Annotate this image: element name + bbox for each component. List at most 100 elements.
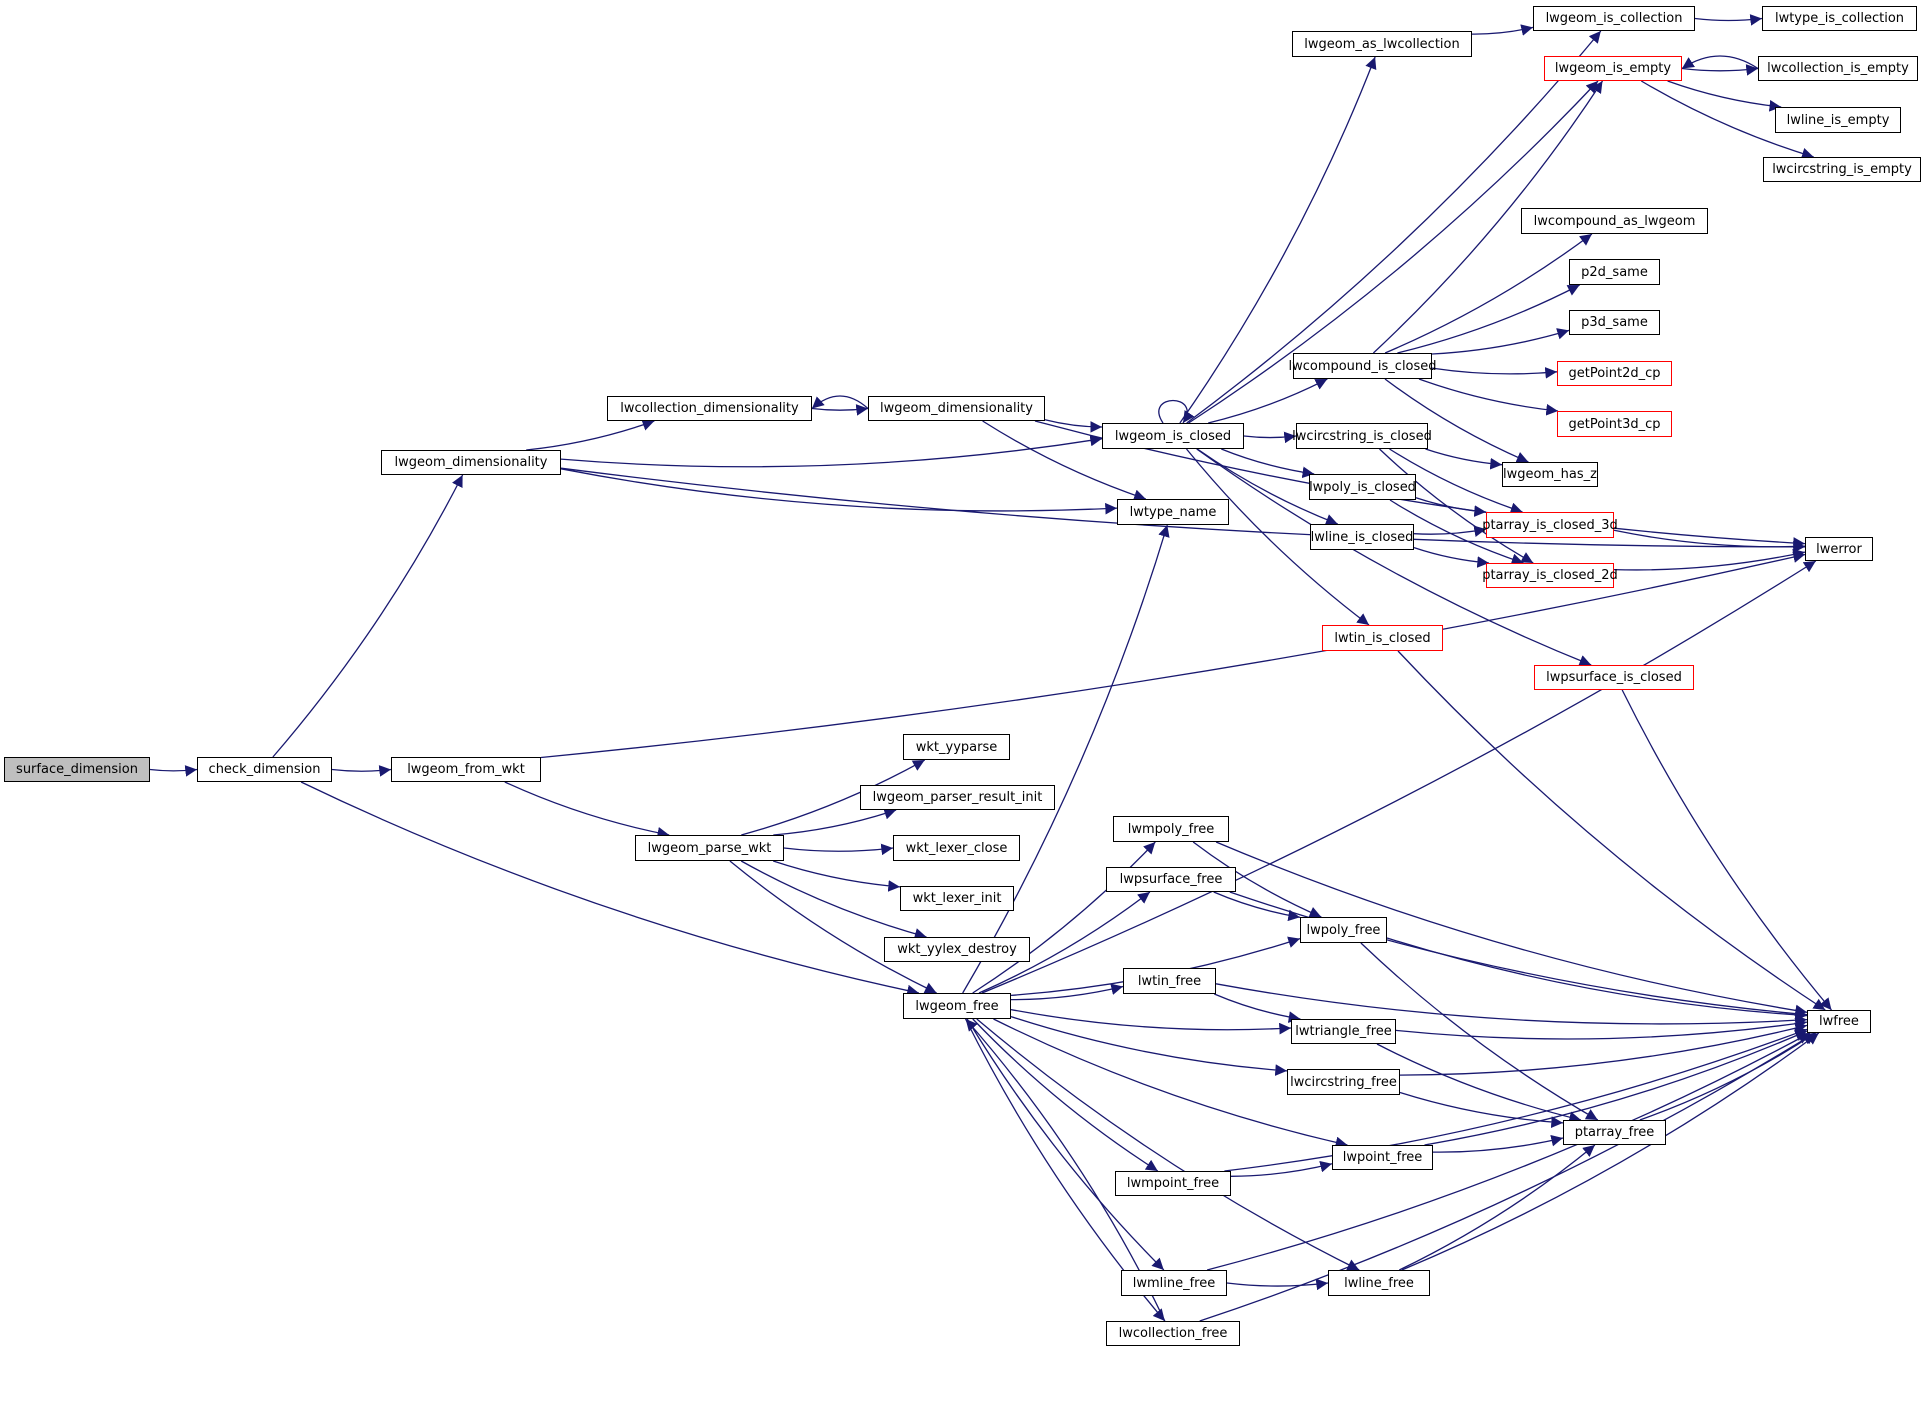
edge-lwgeom_dimensionality_1-to-lwerror xyxy=(560,467,1806,553)
edge-lwmpoly_free-to-lwfree xyxy=(1215,841,1808,1017)
edge-lwline_is_closed-to-ptarray_is_closed_3d xyxy=(1413,525,1487,537)
edge-lwcompound_is_closed-to-lwcompound_as_lwgeom xyxy=(1384,233,1593,354)
edge-lwgeom_is_closed-to-lwgeom_as_lwcollection xyxy=(1179,56,1377,424)
node-wkt-yylex-destroy[interactable]: wkt_yylex_destroy xyxy=(884,937,1030,962)
node-wkt-lexer-init[interactable]: wkt_lexer_init xyxy=(900,886,1014,911)
node-lwgeom-from-wkt[interactable]: lwgeom_from_wkt xyxy=(391,757,541,782)
node-lwcircstring-is-closed[interactable]: lwcircstring_is_closed xyxy=(1292,423,1432,449)
node-lwline-is-closed[interactable]: lwline_is_closed xyxy=(1310,524,1414,550)
node-lwpsurface-is-closed[interactable]: lwpsurface_is_closed xyxy=(1534,665,1694,690)
node-lwtin-free[interactable]: lwtin_free xyxy=(1123,968,1216,994)
edge-check_dimension-to-lwgeom_from_wkt xyxy=(331,765,392,777)
node-p2d-same[interactable]: p2d_same xyxy=(1569,259,1660,285)
edge-lwtin_free-to-lwtriangle_free xyxy=(1214,993,1301,1023)
node-lwgeom-dimensionality[interactable]: lwgeom_dimensionality xyxy=(381,450,561,475)
node-lwtin-is-closed[interactable]: lwtin_is_closed xyxy=(1322,625,1443,651)
edge-lwcircstring_free-to-ptarray_free xyxy=(1399,1091,1564,1128)
node-lwcollection-is-empty[interactable]: lwcollection_is_empty xyxy=(1758,56,1918,81)
edge-lwgeom_free-to-lwline_free xyxy=(976,1018,1360,1271)
node-lwgeom-is-empty[interactable]: lwgeom_is_empty xyxy=(1544,56,1682,81)
edge-surface_dimension-to-check_dimension xyxy=(149,765,198,777)
edge-lwcompound_is_closed-to-p2d_same xyxy=(1397,284,1580,354)
node-lwgeom-parse-wkt[interactable]: lwgeom_parse_wkt xyxy=(635,835,784,861)
node-lwtriangle-free[interactable]: lwtriangle_free xyxy=(1291,1019,1396,1044)
node-lwpoly-free[interactable]: lwpoly_free xyxy=(1300,917,1387,943)
node-ptarray-is-closed-2d[interactable]: ptarray_is_closed_2d xyxy=(1482,563,1618,588)
edge-lwcollection_dimensionality-to-lwgeom_dimensionality_2 xyxy=(811,404,869,416)
edge-lwgeom_is_closed-to-lwtin_is_closed xyxy=(1185,448,1370,626)
node-lwpsurface-free[interactable]: lwpsurface_free xyxy=(1106,867,1236,892)
node-lwcollection-free[interactable]: lwcollection_free xyxy=(1106,1321,1240,1346)
edge-lwgeom_free-to-lwmpoly_free xyxy=(972,841,1156,994)
edge-lwgeom_dimensionality_2-to-lwcollection_dimensionality xyxy=(811,395,869,409)
edge-lwgeom_is_collection-to-lwtype_is_collection xyxy=(1694,14,1763,26)
node-lwgeom-is-closed[interactable]: lwgeom_is_closed xyxy=(1102,423,1244,449)
edge-ptarray_free-to-lwfree xyxy=(1639,1032,1817,1121)
node-lwcollection-dimensionality[interactable]: lwcollection_dimensionality xyxy=(607,396,812,421)
edge-lwcompound_is_closed-to-lwgeom_has_z xyxy=(1384,378,1529,463)
node-lwcircstring-free[interactable]: lwcircstring_free xyxy=(1287,1069,1400,1095)
edge-lwgeom_is_closed-to-lwgeom_is_empty xyxy=(1188,80,1599,424)
node-lwmpoint-free[interactable]: lwmpoint_free xyxy=(1115,1171,1231,1196)
edge-lwgeom_is_closed-to-lwcompound_is_closed xyxy=(1208,378,1328,424)
edge-lwmline_free-to-lwline_free xyxy=(1226,1278,1329,1291)
node-p3d-same[interactable]: p3d_same xyxy=(1569,310,1660,335)
edge-check_dimension-to-lwgeom_free xyxy=(300,781,920,997)
edge-lwgeom_free-to-lwcircstring_free xyxy=(1010,1015,1288,1076)
edge-lwtin_is_closed-to-lwfree xyxy=(1397,650,1826,1011)
node-check-dimension[interactable]: check_dimension xyxy=(197,757,332,782)
node-getpoint3d-cp[interactable]: getPoint3d_cp xyxy=(1557,411,1672,437)
node-lwgeom-dimensionality-2[interactable]: lwgeom_dimensionality xyxy=(868,396,1045,421)
edge-lwgeom_parse_wkt-to-wkt_yyparse xyxy=(741,759,926,836)
node-lwpoly-is-closed[interactable]: lwpoly_is_closed xyxy=(1309,474,1416,500)
node-wkt-yyparse[interactable]: wkt_yyparse xyxy=(903,734,1010,760)
edge-lwgeom_is_empty-to-lwcollection_is_empty xyxy=(1681,64,1759,76)
edge-lwpoly_is_closed-to-ptarray_is_closed_2d xyxy=(1389,499,1524,565)
edge-lwgeom_free-to-lwpoint_free xyxy=(993,1018,1348,1149)
edge-lwcircstring_is_closed-to-ptarray_is_closed_2d xyxy=(1379,448,1534,564)
node-ptarray-is-closed-3d[interactable]: ptarray_is_closed_3d xyxy=(1482,512,1618,538)
node-lwgeom-as-lwcollection[interactable]: lwgeom_as_lwcollection xyxy=(1292,31,1472,57)
node-lwcompound-as-lwgeom[interactable]: lwcompound_as_lwgeom xyxy=(1521,208,1708,234)
node-lwfree[interactable]: lwfree xyxy=(1807,1010,1871,1033)
edge-lwgeom_parse_wkt-to-wkt_yylex_destroy xyxy=(740,860,927,940)
node-lwgeom-free[interactable]: lwgeom_free xyxy=(903,993,1011,1019)
edge-lwcircstring_free-to-lwfree xyxy=(1399,1022,1808,1076)
edge-lwpoly_free-to-lwfree xyxy=(1386,937,1808,1021)
edge-ptarray_is_closed_3d-to-lwerror xyxy=(1613,529,1806,553)
edge-lwtriangle_free-to-lwfree xyxy=(1395,1017,1808,1040)
node-lwcircstring-is-empty[interactable]: lwcircstring_is_empty xyxy=(1763,157,1921,182)
node-lwline-is-empty[interactable]: lwline_is_empty xyxy=(1775,107,1901,133)
node-lwpoint-free[interactable]: lwpoint_free xyxy=(1332,1145,1433,1170)
node-wkt-lexer-close[interactable]: wkt_lexer_close xyxy=(893,835,1020,861)
node-lwtype-name[interactable]: lwtype_name xyxy=(1117,499,1229,525)
edge-lwtin_free-to-lwfree xyxy=(1215,983,1808,1027)
node-lwgeom-parser-result-init[interactable]: lwgeom_parser_result_init xyxy=(860,785,1055,810)
edge-lwgeom_from_wkt-to-lwerror xyxy=(540,551,1806,759)
node-ptarray-free[interactable]: ptarray_free xyxy=(1563,1120,1666,1145)
edge-lwmpoint_free-to-lwpoint_free xyxy=(1230,1160,1333,1177)
edge-check_dimension-to-lwgeom_dimensionality_1 xyxy=(272,474,464,758)
edge-lwpoly_is_closed-to-ptarray_is_closed_3d xyxy=(1415,497,1487,517)
node-lwgeom-has-z[interactable]: lwgeom_has_z xyxy=(1502,462,1598,487)
node-lwcompound-is-closed[interactable]: lwcompound_is_closed xyxy=(1288,353,1437,379)
node-lwgeom-is-collection[interactable]: lwgeom_is_collection xyxy=(1533,6,1695,31)
node-lwline-free[interactable]: lwline_free xyxy=(1328,1270,1430,1296)
edge-lwgeom_is_closed-to-lwpsurface_is_closed xyxy=(1196,448,1592,667)
edge-lwpsurface_free-to-lwpoly_free xyxy=(1213,891,1301,922)
node-lwtype-is-collection[interactable]: lwtype_is_collection xyxy=(1762,6,1917,31)
edge-lwpoint_free-to-ptarray_free xyxy=(1432,1134,1564,1153)
edge-lwmpoint_free-to-lwfree xyxy=(1224,1027,1808,1172)
node-getpoint2d-cp[interactable]: getPoint2d_cp xyxy=(1557,361,1672,386)
node-surface-dimension: surface_dimension xyxy=(4,757,150,782)
edge-lwcircstring_is_closed-to-lwgeom_has_z xyxy=(1425,448,1503,470)
edge-lwgeom_free-to-lwmline_free xyxy=(966,1018,1165,1271)
edge-lwgeom_dimensionality_2-to-lwgeom_is_closed xyxy=(1044,419,1103,433)
edge-lwgeom_free-to-lwtriangle_free xyxy=(1010,1008,1292,1035)
node-lwmpoly-free[interactable]: lwmpoly_free xyxy=(1113,816,1229,842)
node-lwerror[interactable]: lwerror xyxy=(1805,537,1873,561)
edge-lwcompound_is_closed-to-lwgeom_is_empty xyxy=(1372,80,1604,354)
node-lwmline-free[interactable]: lwmline_free xyxy=(1121,1270,1227,1296)
edge-lwgeom_as_lwcollection-to-lwgeom_is_collection xyxy=(1471,24,1534,36)
